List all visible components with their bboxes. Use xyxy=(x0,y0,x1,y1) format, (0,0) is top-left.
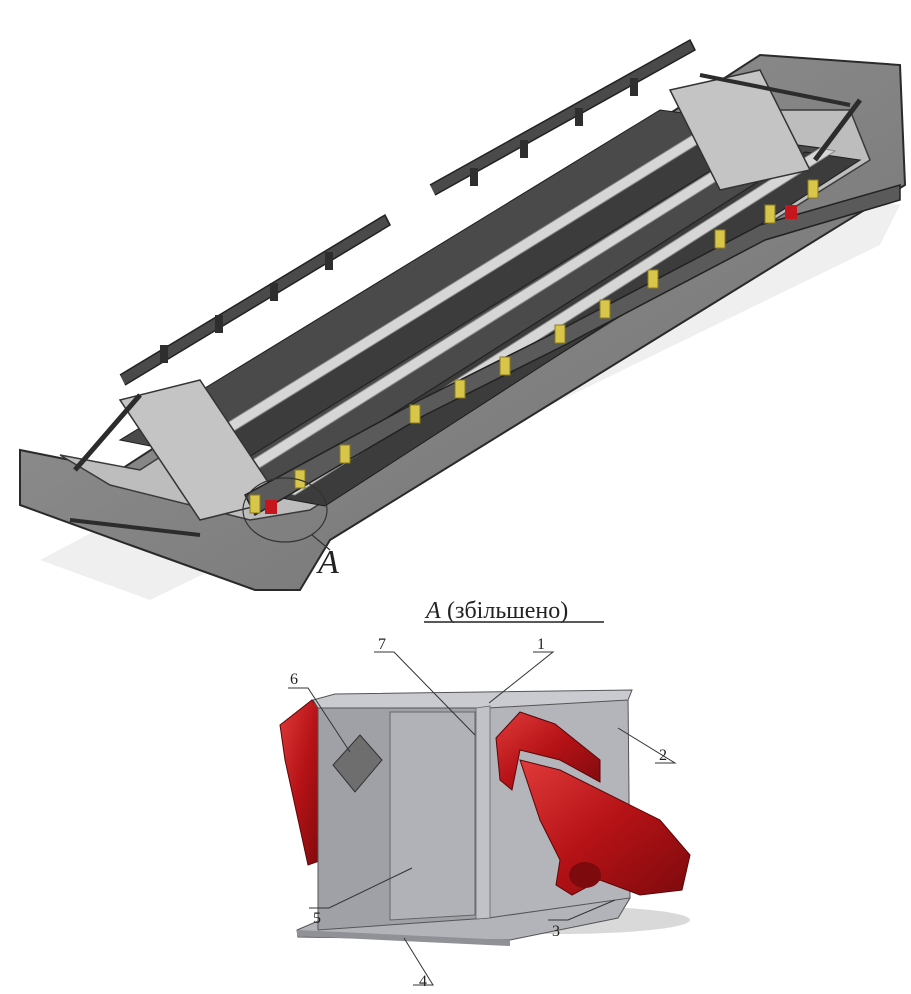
detail-leader-a xyxy=(311,534,331,551)
end-cross-plate-right xyxy=(668,69,812,191)
red-part-right xyxy=(785,205,797,219)
callout-7: 7 xyxy=(378,636,386,653)
callout-6: 6 xyxy=(290,671,298,688)
inner-plate xyxy=(389,711,476,921)
diagonal-brace-left xyxy=(73,393,142,472)
callout-2: 2 xyxy=(659,747,667,764)
callout-4: 4 xyxy=(419,973,427,990)
detail-title-suffix: (збільшено) xyxy=(447,598,568,624)
side-rail xyxy=(119,38,696,386)
lower-side-beam xyxy=(244,184,901,517)
detail-title-letter: A xyxy=(424,598,441,624)
detail-marker-a: A xyxy=(316,544,339,581)
enlarged-detail-view: 1 2 3 4 5 6 7 xyxy=(279,636,691,990)
detail-circle-a xyxy=(242,477,328,543)
partition-plate xyxy=(475,705,491,920)
red-arm-eye xyxy=(569,862,601,888)
red-part-left xyxy=(265,500,277,514)
diagonal-brace-right xyxy=(813,98,862,162)
wagon-frame-view: A xyxy=(19,38,907,600)
red-arm-lower xyxy=(519,759,691,896)
red-arm-upper xyxy=(495,711,601,791)
callout-3: 3 xyxy=(552,923,560,940)
top-plate xyxy=(312,689,633,709)
leader-lines xyxy=(288,651,677,986)
callout-5: 5 xyxy=(313,910,321,927)
detail-title: A (збільшено) xyxy=(424,598,604,624)
red-part-left-detail xyxy=(279,699,323,866)
diamond-plate xyxy=(332,734,383,793)
callout-1: 1 xyxy=(537,636,545,653)
yellow-brackets xyxy=(249,179,819,514)
